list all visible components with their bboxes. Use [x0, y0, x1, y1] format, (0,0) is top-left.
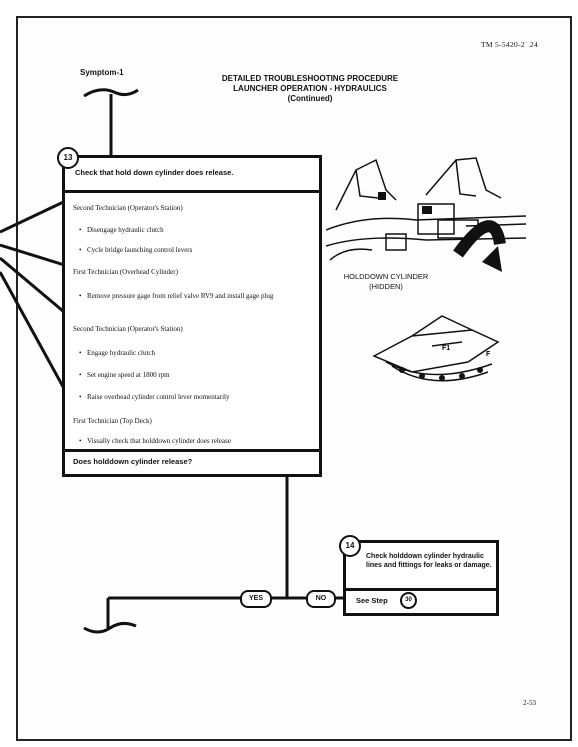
section-heading: Second Technician (Operator's Station) — [73, 325, 183, 333]
title-line-3: (Continued) — [287, 94, 333, 103]
yes-branch-label: YES — [240, 590, 272, 608]
question-text: Does holddown cylinder release? — [73, 457, 193, 466]
step-14-footer: See Step 30 — [346, 588, 496, 613]
step-13-header: Check that hold down cylinder does relea… — [65, 158, 319, 193]
bullet-item: Set engine speed at 1800 rpm — [79, 371, 170, 380]
bullet-item: Cycle bridge launching control levers — [79, 246, 192, 255]
step-13-box: Check that hold down cylinder does relea… — [62, 155, 322, 477]
symptom-squiggle — [83, 88, 139, 98]
see-step-ref: 30 — [400, 592, 417, 609]
vehicle-illustration: F1 F — [372, 315, 500, 382]
page-title: DETAILED TROUBLESHOOTING PROCEDURE LAUNC… — [180, 74, 440, 104]
page-number: 2-53 — [523, 699, 536, 707]
step-14-text: Check holddown cylinder hydraulic lines … — [366, 553, 492, 569]
see-step-label: See Step — [356, 596, 388, 605]
title-line-2: LAUNCHER OPERATION - HYDRAULICS — [233, 84, 387, 93]
bullet-item: Engage hydraulic clutch — [79, 349, 155, 358]
bullet-item: Disengage hydraulic clutch — [79, 226, 164, 235]
step-14-number: 14 — [339, 535, 361, 557]
vehicle-callout-f: F — [486, 351, 491, 358]
figure-label-line-1: HOLDDOWN CYLINDER — [343, 272, 429, 281]
step-13-question: Does holddown cylinder release? — [65, 449, 319, 474]
section-heading: First Technician (Overhead Cylinder) — [73, 268, 178, 276]
tm-number: TM 5-5420-2˙ 24 — [481, 40, 538, 49]
no-branch-label: NO — [306, 590, 336, 608]
section-heading: Second Technician (Operator's Station) — [73, 204, 183, 212]
bullet-item: Raise overhead cylinder control lever mo… — [79, 393, 230, 402]
vehicle-callout-f1: F1 — [442, 345, 450, 352]
callout-arrowhead — [482, 246, 502, 272]
figure-label-line-2: (HIDDEN) — [369, 282, 403, 291]
callout-arrow-curve — [453, 220, 506, 258]
holddown-cylinder-label: HOLDDOWN CYLINDER (HIDDEN) — [336, 272, 436, 292]
symptom-label: Symptom-1 — [80, 68, 124, 77]
section-heading: First Technician (Top Deck) — [73, 417, 152, 425]
bullet-item: Visually check that holddown cylinder do… — [79, 437, 231, 446]
bullet-item: Remove pressure gage from relief valve R… — [79, 292, 311, 301]
step-13-number: 13 — [57, 147, 79, 169]
yes-squiggle — [83, 621, 137, 634]
step-13-heading: Check that hold down cylinder does relea… — [75, 168, 234, 177]
step-14-box: Check holddown cylinder hydraulic lines … — [343, 540, 499, 616]
launcher-illustration — [326, 157, 526, 261]
title-line-1: DETAILED TROUBLESHOOTING PROCEDURE — [221, 74, 399, 83]
